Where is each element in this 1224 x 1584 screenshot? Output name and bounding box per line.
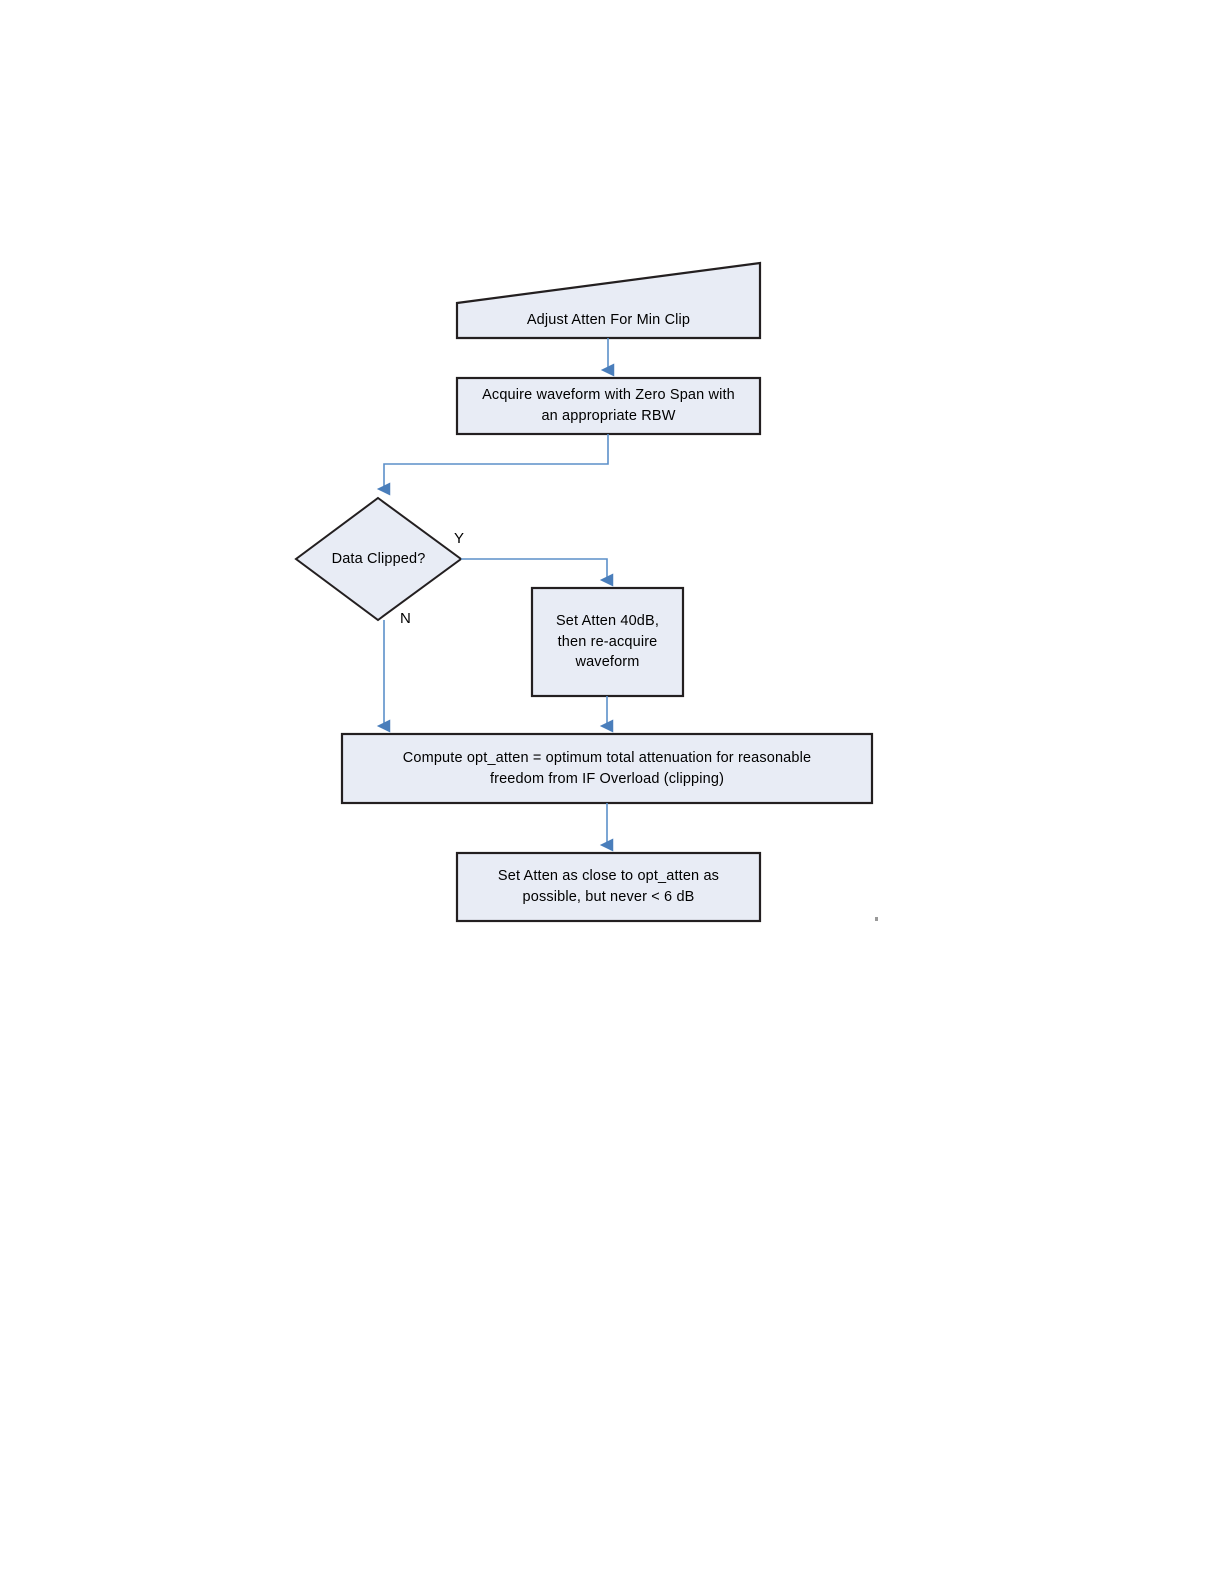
page-speck-artifact — [875, 917, 878, 921]
shape-banner-adjust-atten — [455, 261, 762, 340]
branch-label-no: N — [400, 610, 412, 627]
connector-decision-yes-to-set-atten-40db — [461, 558, 614, 587]
connector-acquire-to-decision — [376, 434, 609, 496]
shape-set-atten-40db — [530, 586, 685, 698]
shape-set-atten-close — [455, 851, 762, 923]
shape-compute-opt-atten — [340, 732, 874, 805]
shape-acquire-waveform — [455, 376, 762, 436]
shape-decision-data-clipped — [294, 496, 463, 622]
branch-label-yes: Y — [454, 530, 465, 547]
